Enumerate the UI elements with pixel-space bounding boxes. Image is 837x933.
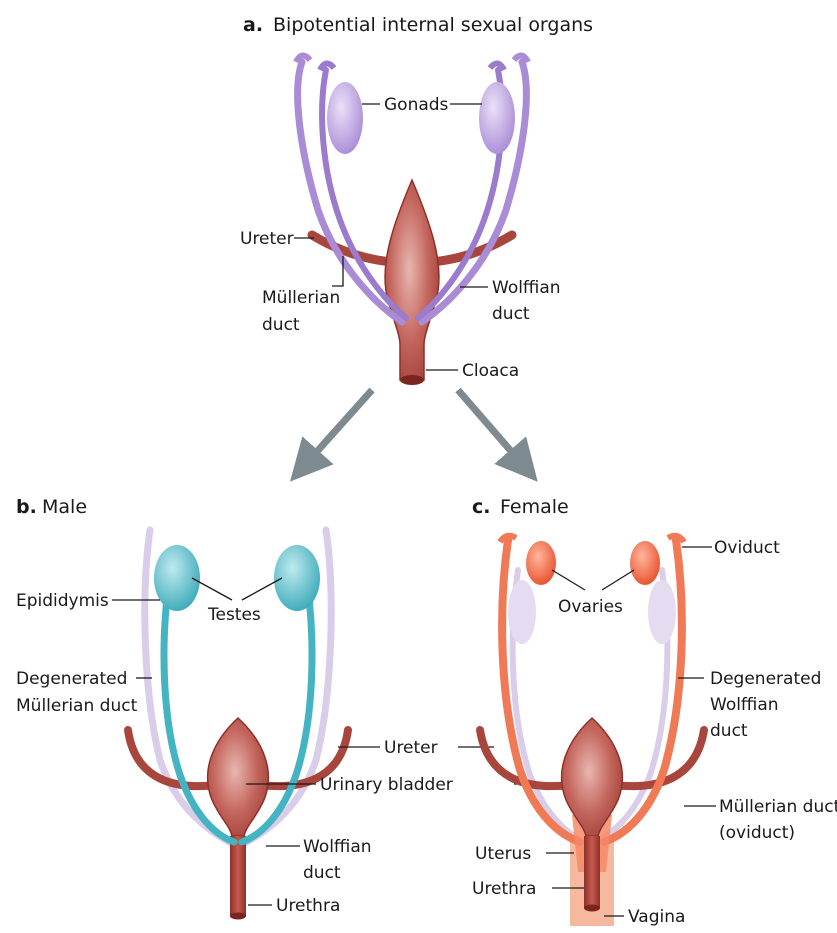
label-wolffian-a-1: Wolffian [492,278,561,298]
panel-b-letter: b. [16,496,37,518]
panel-a-title: Bipotential internal sexual organs [273,14,593,36]
label-testes: Testes [207,605,261,625]
leader-ovaries [552,570,634,590]
ovary-left [526,541,556,585]
gonad-right [479,82,515,154]
label-wolffian-a-2: duct [492,304,530,324]
panel-c-letter: c. [472,496,490,518]
label-mullerian-c-2: (oviduct) [719,823,795,843]
label-urethra-b: Urethra [276,896,340,916]
urinary-bladder-c [562,718,623,836]
panel-c-title: Female [500,496,569,518]
arrow-to-female [458,390,524,466]
panel-a-letter: a. [243,14,263,36]
label-degen-wolffian-1: Degenerated [710,669,821,689]
label-gonads: Gonads [384,95,449,115]
label-degen-wolffian-3: duct [710,721,748,741]
leader-testes [192,578,282,600]
label-cloaca: Cloaca [462,361,519,381]
label-urinary-bladder: Urinary bladder [320,775,453,795]
label-oviduct: Oviduct [714,538,780,558]
ovary-right [630,541,660,585]
cloaca-opening [400,375,424,385]
label-degen-mullerian-1: Degenerated [16,669,127,689]
arrow-to-male [304,390,372,466]
panel-a: a. Bipotential internal sexual organs Go… [240,14,593,385]
degen-gonad-remnant-left [508,580,536,644]
label-urethra-c: Urethra [472,879,536,899]
urethra-c-opening [584,905,600,912]
urethra-c [584,836,600,908]
label-mullerian-a-1: Müllerian [262,288,340,308]
label-mullerian-c-1: Müllerian duct [719,797,837,817]
panel-b-title: Male [42,496,87,518]
urethra-b-opening [230,913,246,920]
label-ureter-a: Ureter [240,229,294,249]
label-ureter-bc: Ureter [384,738,438,758]
degen-gonad-remnant-right [648,580,676,644]
label-ovaries: Ovaries [558,597,623,617]
label-vagina: Vagina [628,907,685,927]
label-wolffian-b-2: duct [303,863,341,883]
urinary-bladder-b [208,718,269,836]
label-wolffian-b-1: Wolffian [303,837,372,857]
label-degen-mullerian-2: Müllerian duct [16,696,138,716]
label-uterus: Uterus [475,844,531,864]
gonad-left [327,82,363,154]
panel-b: b. Male Epididymis Testes Degenerated Mü… [16,496,372,920]
cloaca [385,180,439,380]
panel-c: c. Female Oviduct Ovaries Deg [472,496,837,927]
label-mullerian-a-2: duct [262,315,300,335]
urethra-b [230,836,246,916]
label-degen-wolffian-2: Wolffian [710,695,779,715]
label-epididymis: Epididymis [16,591,109,611]
